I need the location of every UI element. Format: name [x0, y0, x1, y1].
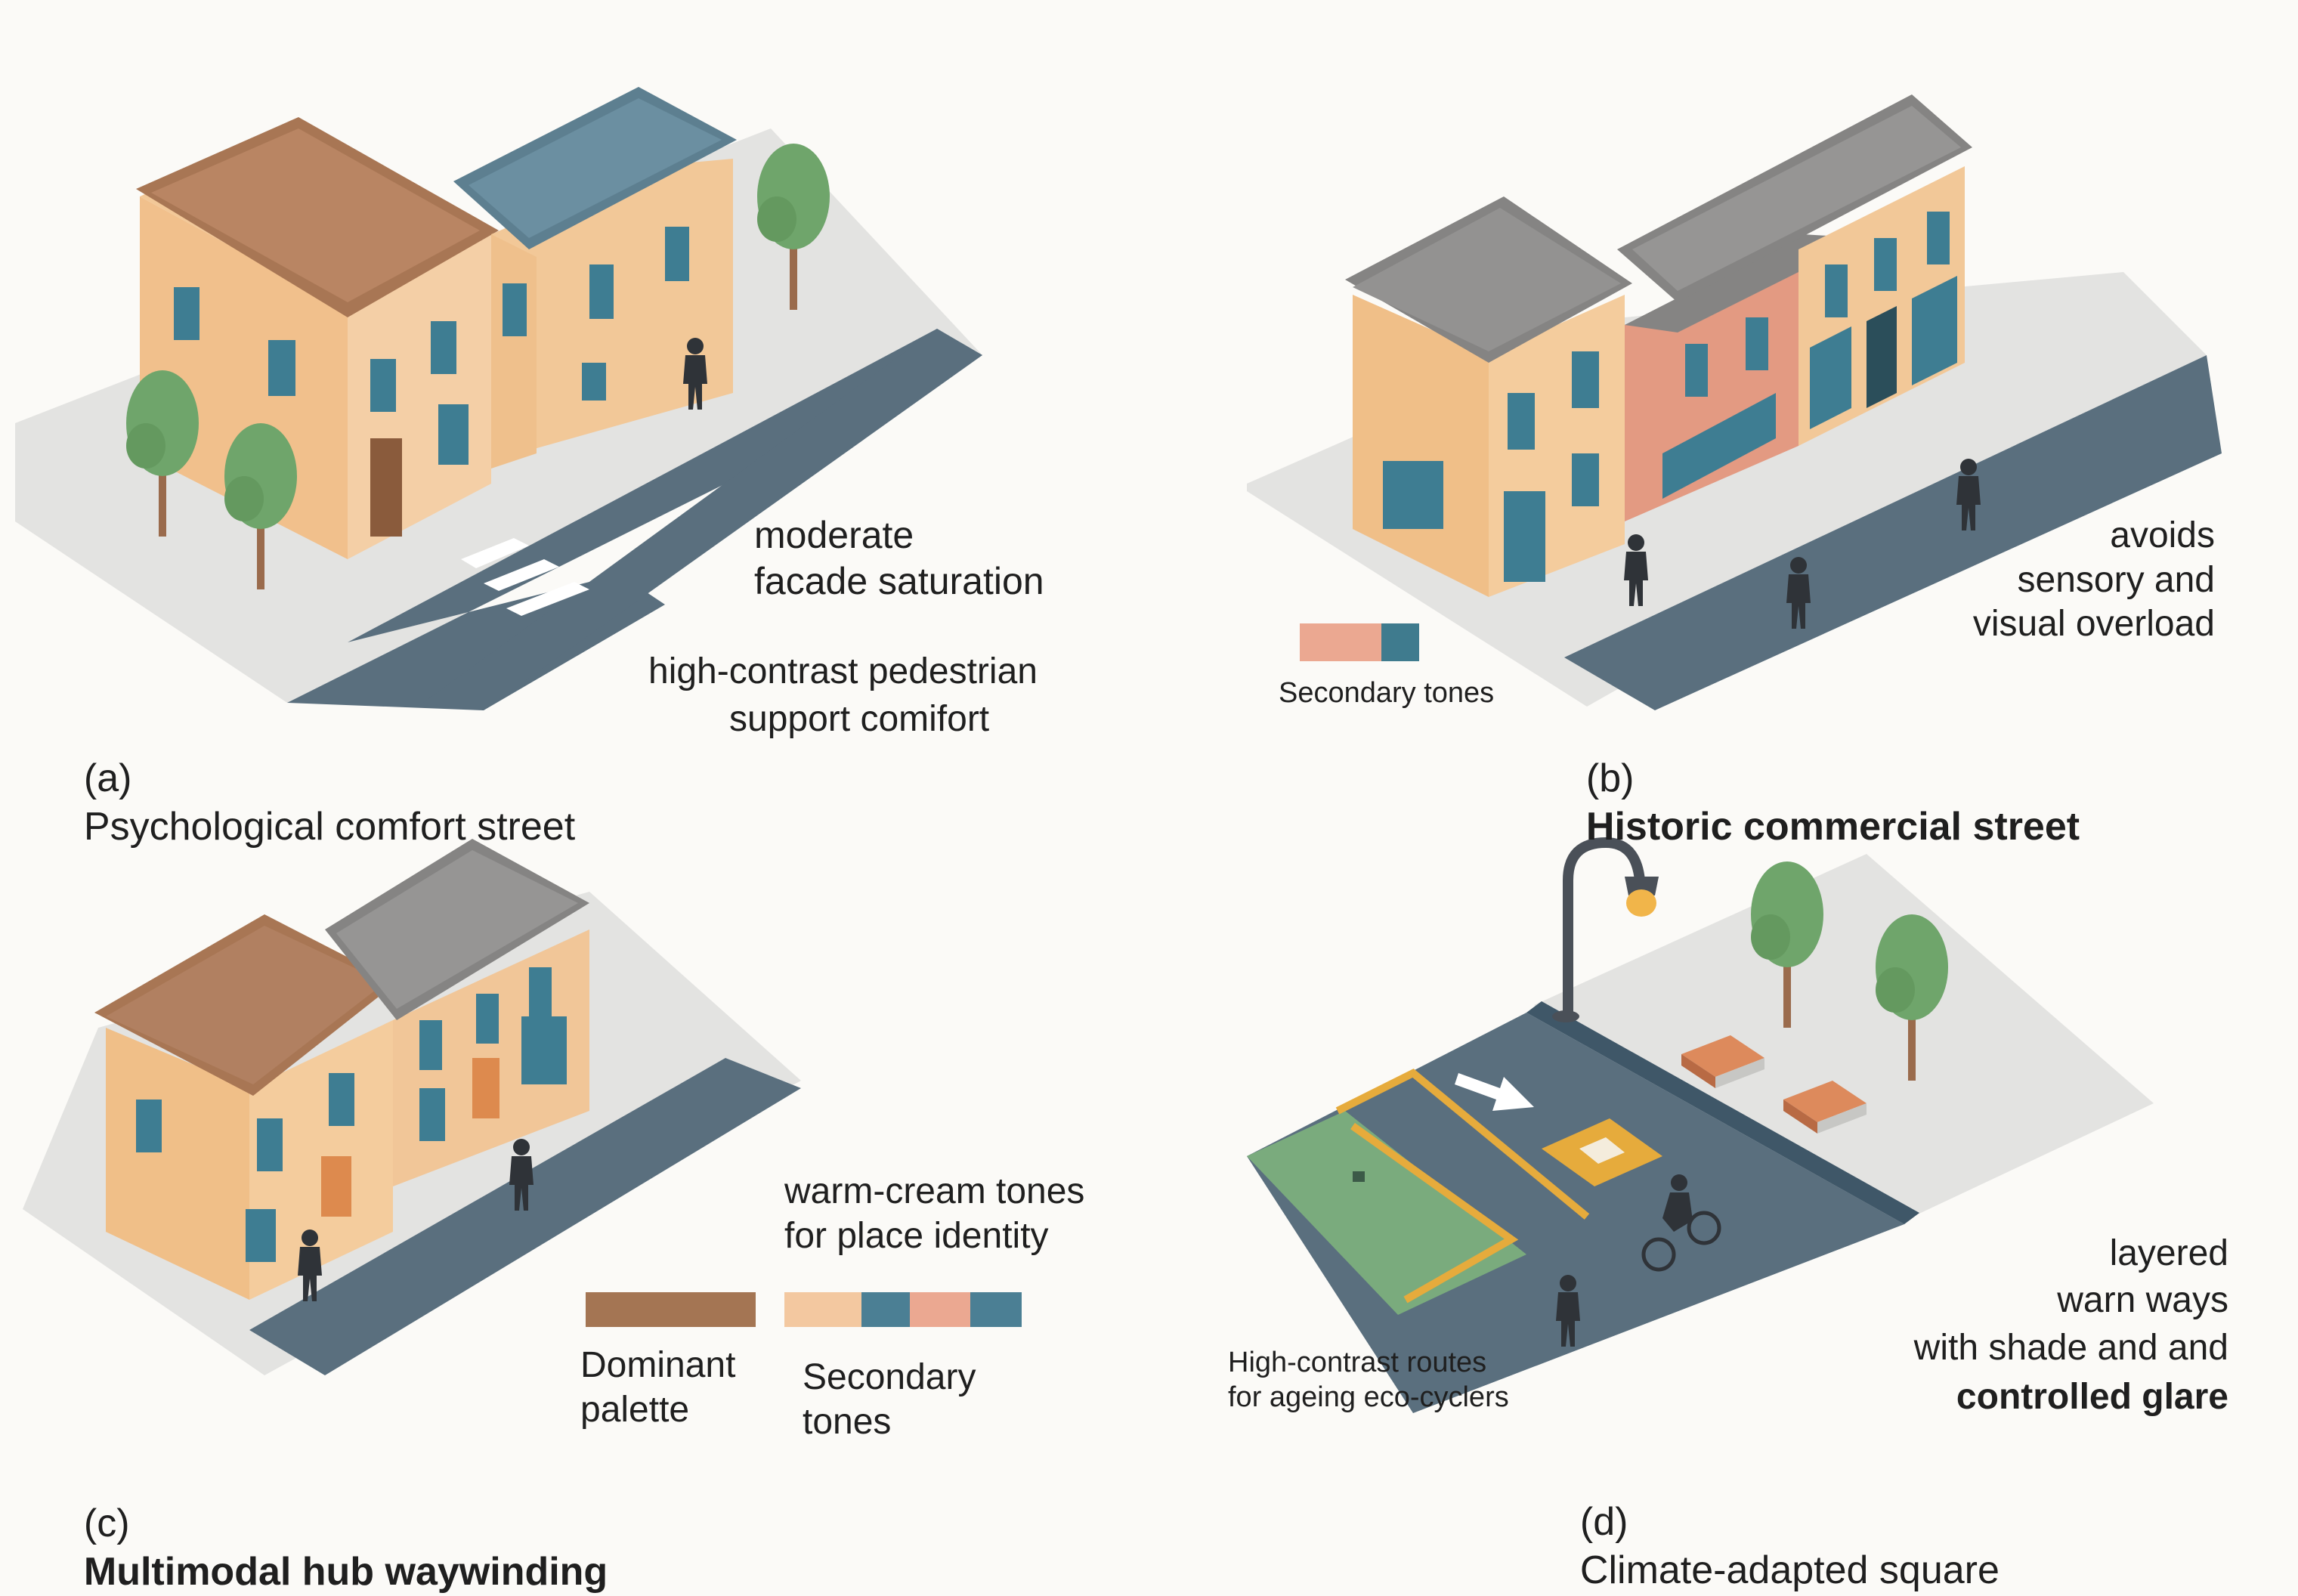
- panel-c-caption: (c) Multimodal hub waywinding: [62, 1452, 608, 1596]
- panel-c-caption-title: Multimodal hub waywinding: [84, 1550, 608, 1594]
- secondary-tone-swatch: [1381, 623, 1419, 661]
- panel-b-legend-swatches: [1300, 623, 1419, 661]
- dominant-palette-swatch: [586, 1292, 756, 1327]
- secondary-tone-swatch: [861, 1292, 910, 1327]
- panel-b-caption-title: Historic commercial street: [1586, 805, 2080, 849]
- panel-b-caption: (b) Historic commercial street: [1564, 707, 2080, 851]
- panel-d-caption: (d) Climate-adapted square: [1558, 1451, 2000, 1594]
- panel-c-note-identity: warm-cream tones for place identity: [784, 1170, 1084, 1258]
- panel-a-note-saturation: moderate facade saturation: [754, 512, 1044, 605]
- panel-d-caption-letter: (d): [1580, 1500, 1628, 1544]
- panel-c-caption-letter: (c): [84, 1502, 130, 1545]
- panel-d-note-line3: with shade and and: [1914, 1326, 2228, 1371]
- secondary-tone-swatch: [910, 1292, 970, 1327]
- panel-a-illustration: [15, 87, 982, 710]
- panel-b-building-grey: [1345, 196, 1632, 597]
- panel-b-caption-letter: (b): [1586, 756, 1635, 800]
- panel-c-building-brown: [94, 914, 397, 1300]
- secondary-tone-swatch: [784, 1292, 861, 1327]
- panel-a-note-contrast: high-contrast pedestrian: [648, 650, 1038, 694]
- secondary-tone-swatch: [1300, 623, 1381, 661]
- panel-b-note-overload: avoids sensory and visual overload: [1973, 514, 2215, 647]
- panel-d-note-line2: warn ways: [2057, 1279, 2228, 1323]
- panel-a-note-comfort: support comifort: [729, 697, 989, 742]
- panel-c-dominant-label: Dominant palette: [580, 1344, 735, 1432]
- secondary-tone-swatch: [970, 1292, 1022, 1327]
- panel-d-caption-title: Climate-adapted square: [1580, 1548, 2000, 1592]
- panel-d-route-note: High-contrast routes for ageing eco-cycl…: [1228, 1345, 1509, 1415]
- panel-d-note-line4: controlled glare: [1956, 1375, 2228, 1420]
- panel-c-palette-swatches: [586, 1292, 1022, 1327]
- panel-a-caption-letter: (a): [84, 756, 132, 800]
- panel-a-caption: (a) Psychological comfort street: [62, 707, 575, 851]
- panel-c-secondary-label: Secondary tones: [803, 1356, 976, 1444]
- panel-b-legend-label: Secondary tones: [1279, 676, 1494, 710]
- panel-c-illustration: [23, 839, 1022, 1375]
- panel-a-caption-title: Psychological comfort street: [84, 805, 575, 849]
- panel-d-note-line1: layered: [2110, 1232, 2228, 1276]
